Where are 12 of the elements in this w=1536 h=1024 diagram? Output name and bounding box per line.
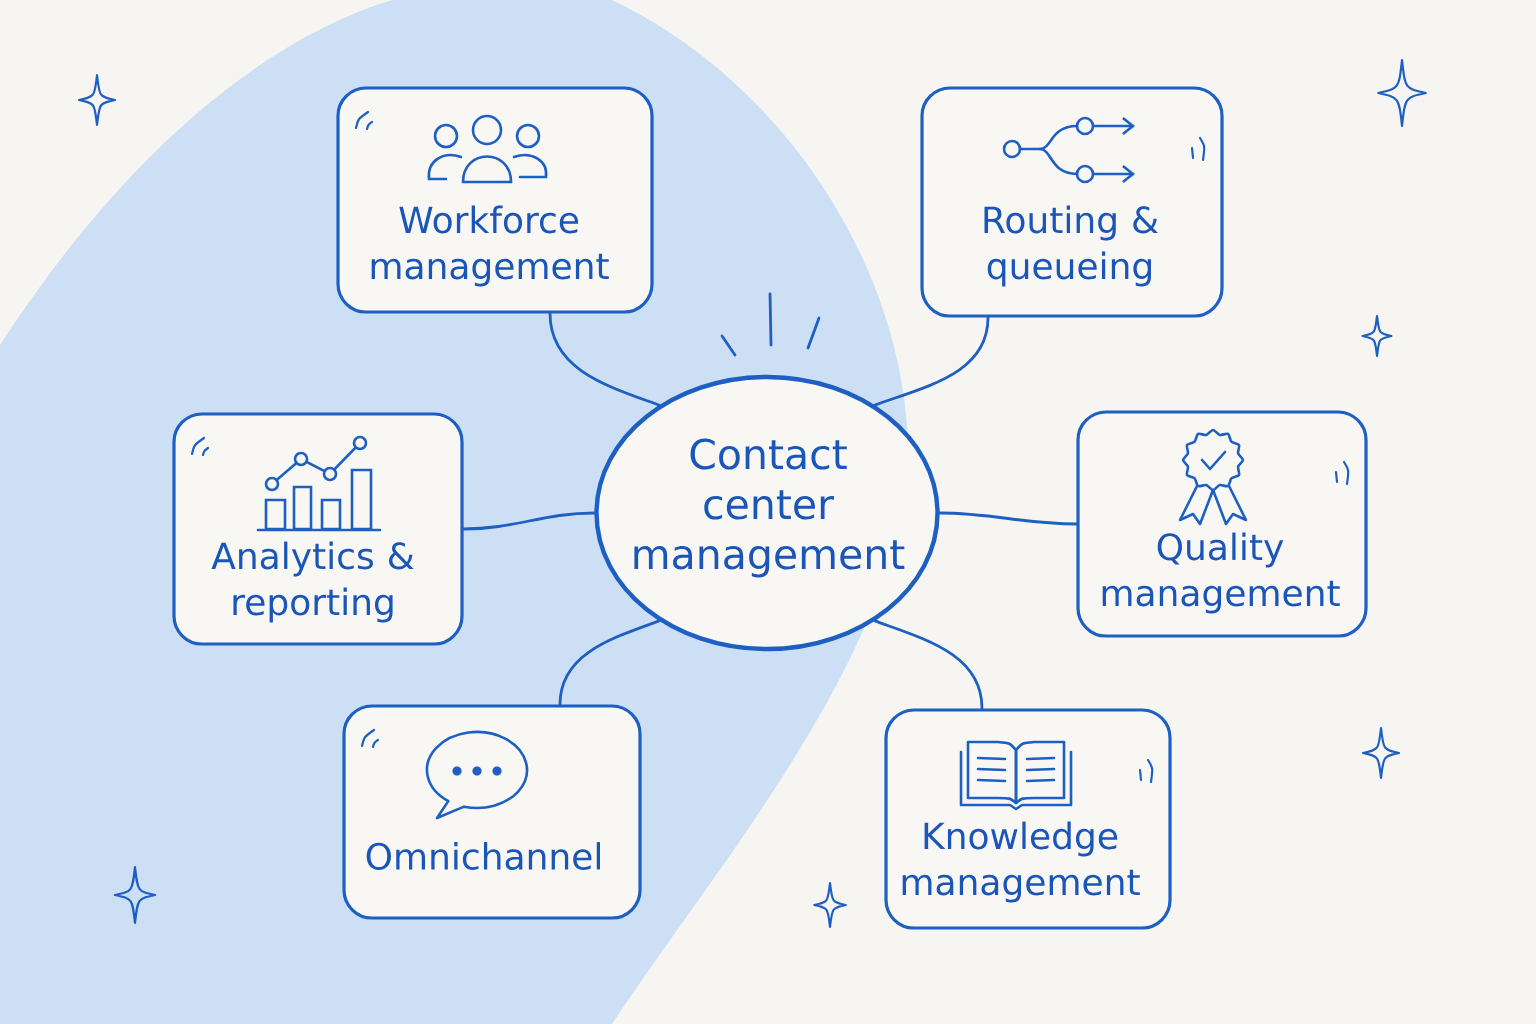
- topic-box: Quality management: [1076, 410, 1368, 638]
- connector-line: [548, 312, 661, 407]
- connector-line: [873, 619, 984, 710]
- connector-line: [558, 619, 661, 706]
- topic-box: Analytics & reporting: [172, 412, 464, 646]
- connector-line: [462, 511, 596, 531]
- topic-box: Routing & queueing: [920, 86, 1224, 318]
- topic-box: Workforce management: [336, 86, 654, 314]
- topic-box: Knowledge management: [884, 708, 1172, 930]
- topic-box: Omnichannel: [342, 704, 642, 920]
- connector-line: [938, 511, 1078, 526]
- connector-line: [873, 316, 990, 407]
